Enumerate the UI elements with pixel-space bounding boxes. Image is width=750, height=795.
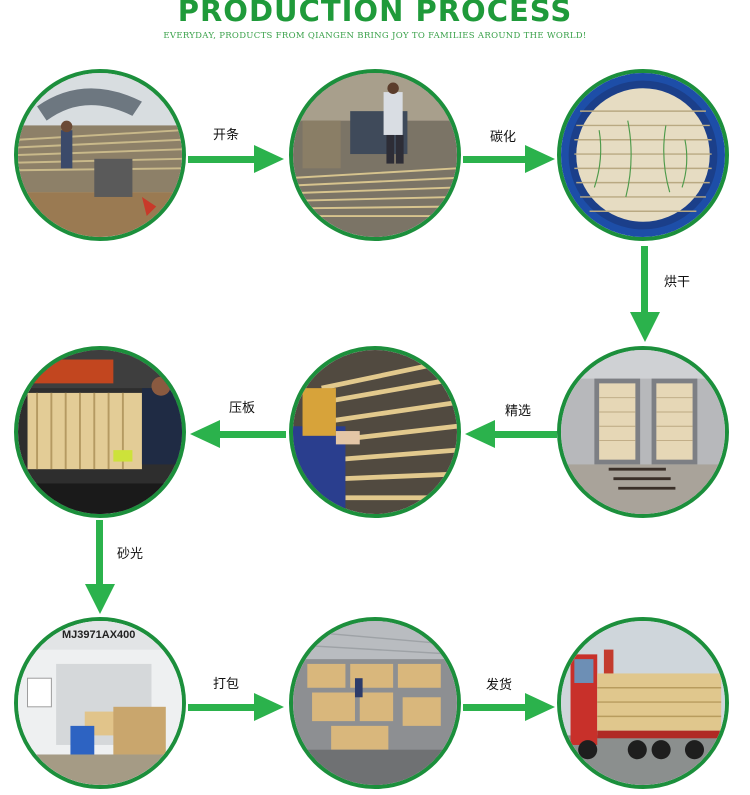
photo-packing-warehouse	[289, 617, 461, 789]
step-label-7: 打包	[213, 677, 240, 692]
step-label-1: 开条	[213, 128, 240, 143]
arrow-down-2	[85, 520, 115, 614]
step-label-8: 发货	[486, 678, 513, 693]
page-title: PRODUCTION PROCESS	[177, 0, 573, 28]
photo-sorting-strips	[289, 346, 461, 518]
arrow-right-4	[463, 693, 555, 721]
photo-splitting-workshop	[289, 69, 461, 241]
page-subtitle: EVERYDAY, PRODUCTS FROM QIANGEN BRING JO…	[163, 31, 587, 41]
photo-carbonization-kiln	[557, 69, 729, 241]
arrow-right-3	[188, 693, 284, 721]
arrow-right-2	[463, 145, 555, 173]
machine-model-label: MJ3971AX400	[62, 629, 136, 641]
photo-board-pressing	[14, 346, 186, 518]
arrow-left-1	[465, 420, 557, 448]
arrow-right-1	[188, 145, 284, 173]
step-label-3: 烘干	[664, 275, 691, 290]
arrow-down-1	[630, 246, 660, 342]
photo-bamboo-yard	[14, 69, 186, 241]
arrow-left-2	[190, 420, 286, 448]
step-label-5: 压板	[229, 401, 256, 416]
step-label-2: 碳化	[490, 130, 517, 145]
photo-drying-chamber	[557, 346, 729, 518]
photo-truck-shipping	[557, 617, 729, 789]
photo-sanding-machine: MJ3971AX400	[14, 617, 186, 789]
step-label-6: 砂光	[117, 547, 144, 562]
step-label-4: 精选	[505, 404, 532, 419]
